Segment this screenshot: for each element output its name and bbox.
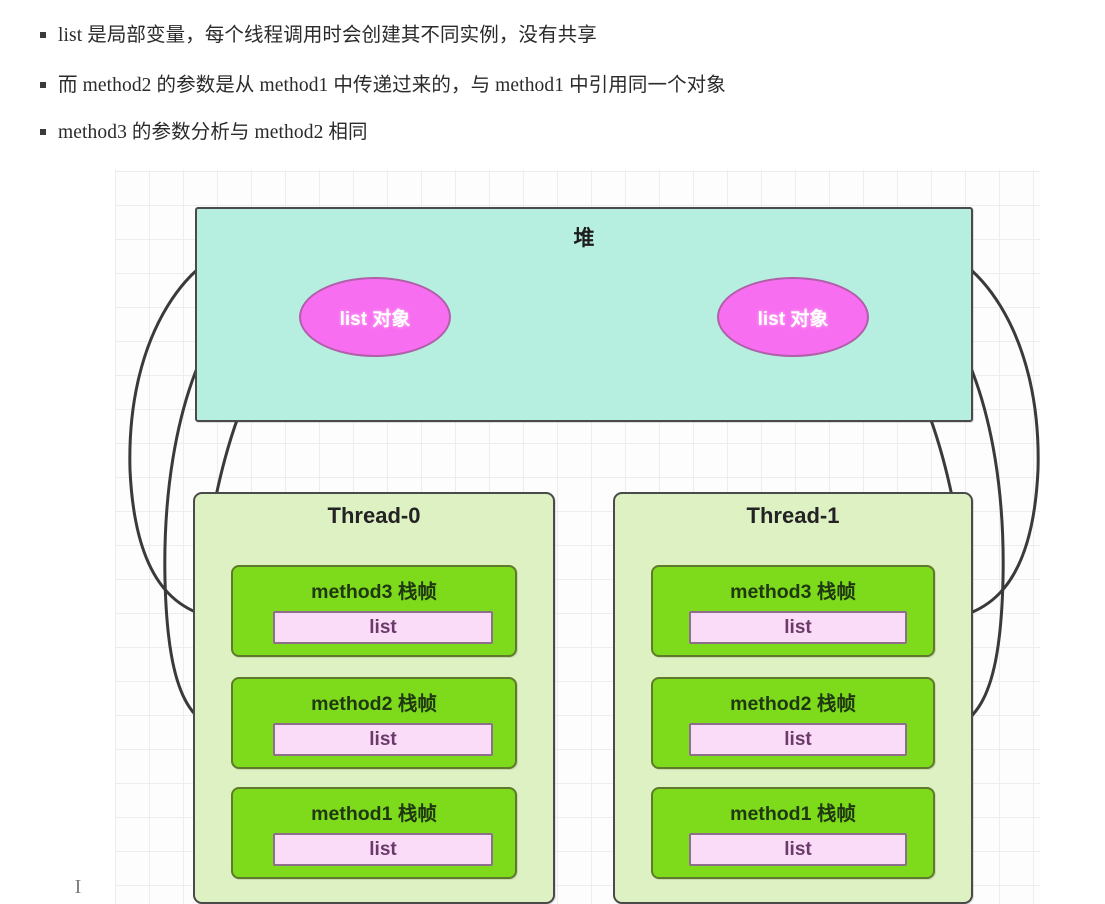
- stack-frame-title: method3 栈帧: [311, 581, 437, 603]
- note-item: 而 method2 的参数是从 method1 中传递过来的，与 method1…: [40, 68, 726, 97]
- heap-object-right: list 对象: [717, 277, 869, 357]
- stack-frame: method2 栈帧 list: [231, 677, 517, 769]
- local-variable-box: list: [273, 723, 493, 756]
- stack-frame-title: method1 栈帧: [730, 803, 856, 825]
- thread-label: Thread-0: [327, 503, 421, 528]
- stack-frame: method2 栈帧 list: [651, 677, 935, 769]
- heap-object-label: list 对象: [757, 308, 829, 330]
- stack-frame-title: method2 栈帧: [311, 693, 437, 715]
- local-variable-box: list: [689, 723, 907, 756]
- local-variable-box: list: [689, 833, 907, 866]
- thread-0-stack: Thread-0 method3 栈帧 list method2 栈帧 list…: [193, 492, 555, 904]
- stack-frame: method3 栈帧 list: [651, 565, 935, 657]
- stack-frame: method1 栈帧 list: [231, 787, 517, 879]
- text-cursor-icon: I: [74, 876, 82, 898]
- heap-label: 堆: [573, 227, 595, 250]
- note-item: list 是局部变量，每个线程调用时会创建其不同实例，没有共享: [40, 18, 597, 47]
- stack-frame-title: method1 栈帧: [311, 803, 437, 825]
- thread-1-stack: Thread-1 method3 栈帧 list method2 栈帧 list…: [613, 492, 973, 904]
- stack-frame: method1 栈帧 list: [651, 787, 935, 879]
- thread-label: Thread-1: [746, 503, 840, 528]
- local-variable-box: list: [689, 611, 907, 644]
- note-text: 而 method2 的参数是从 method1 中传递过来的，与 method1…: [58, 75, 726, 96]
- bullet-icon: [40, 129, 46, 136]
- note-text: list 是局部变量，每个线程调用时会创建其不同实例，没有共享: [58, 25, 597, 46]
- note-item: method3 的参数分析与 method2 相同: [40, 115, 368, 144]
- bullet-icon: [40, 82, 46, 89]
- stack-frame-title: method3 栈帧: [730, 581, 856, 603]
- heap-object-left: list 对象: [299, 277, 451, 357]
- stack-frame-title: method2 栈帧: [730, 693, 856, 715]
- local-variable-box: list: [273, 611, 493, 644]
- local-variable-box: list: [273, 833, 493, 866]
- stack-frame: method3 栈帧 list: [231, 565, 517, 657]
- note-text: method3 的参数分析与 method2 相同: [58, 122, 368, 143]
- heap-object-label: list 对象: [339, 308, 411, 330]
- bullet-icon: [40, 32, 46, 39]
- notes-list: list 是局部变量，每个线程调用时会创建其不同实例，没有共享 而 method…: [0, 0, 1105, 160]
